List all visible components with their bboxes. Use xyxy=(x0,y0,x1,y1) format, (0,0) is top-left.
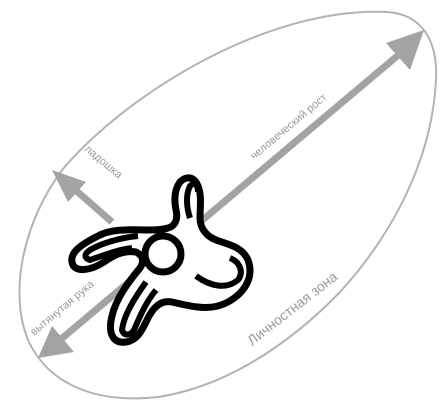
extended-arm-label: вытянутая рука xyxy=(28,278,97,339)
figure-head xyxy=(145,236,181,272)
zone-name-label: Личностная зона xyxy=(244,268,341,348)
palm-label: ладошка xyxy=(82,143,125,182)
personal-zone-outline xyxy=(19,12,436,399)
palm-arrow xyxy=(52,170,112,222)
height-axis-arrow xyxy=(38,30,424,358)
